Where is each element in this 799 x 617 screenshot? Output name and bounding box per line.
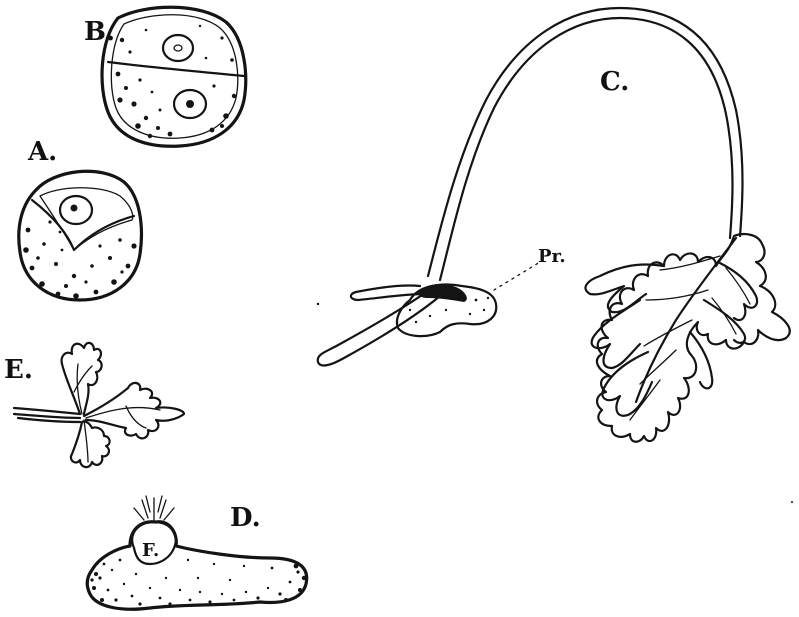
figure-b-label: B. [84,17,115,47]
figure-a-label: A. [27,137,57,167]
figure-a-nucleolus [71,205,78,212]
figure-c-pr-label: Pr. [538,246,566,267]
figure-d-label: D. [230,503,261,533]
figure-e-label: E. [4,355,33,385]
figure-f-label: F. [142,540,159,561]
figure-c-label: C. [600,67,629,97]
figure-b-lower-nucleolus [186,100,194,108]
